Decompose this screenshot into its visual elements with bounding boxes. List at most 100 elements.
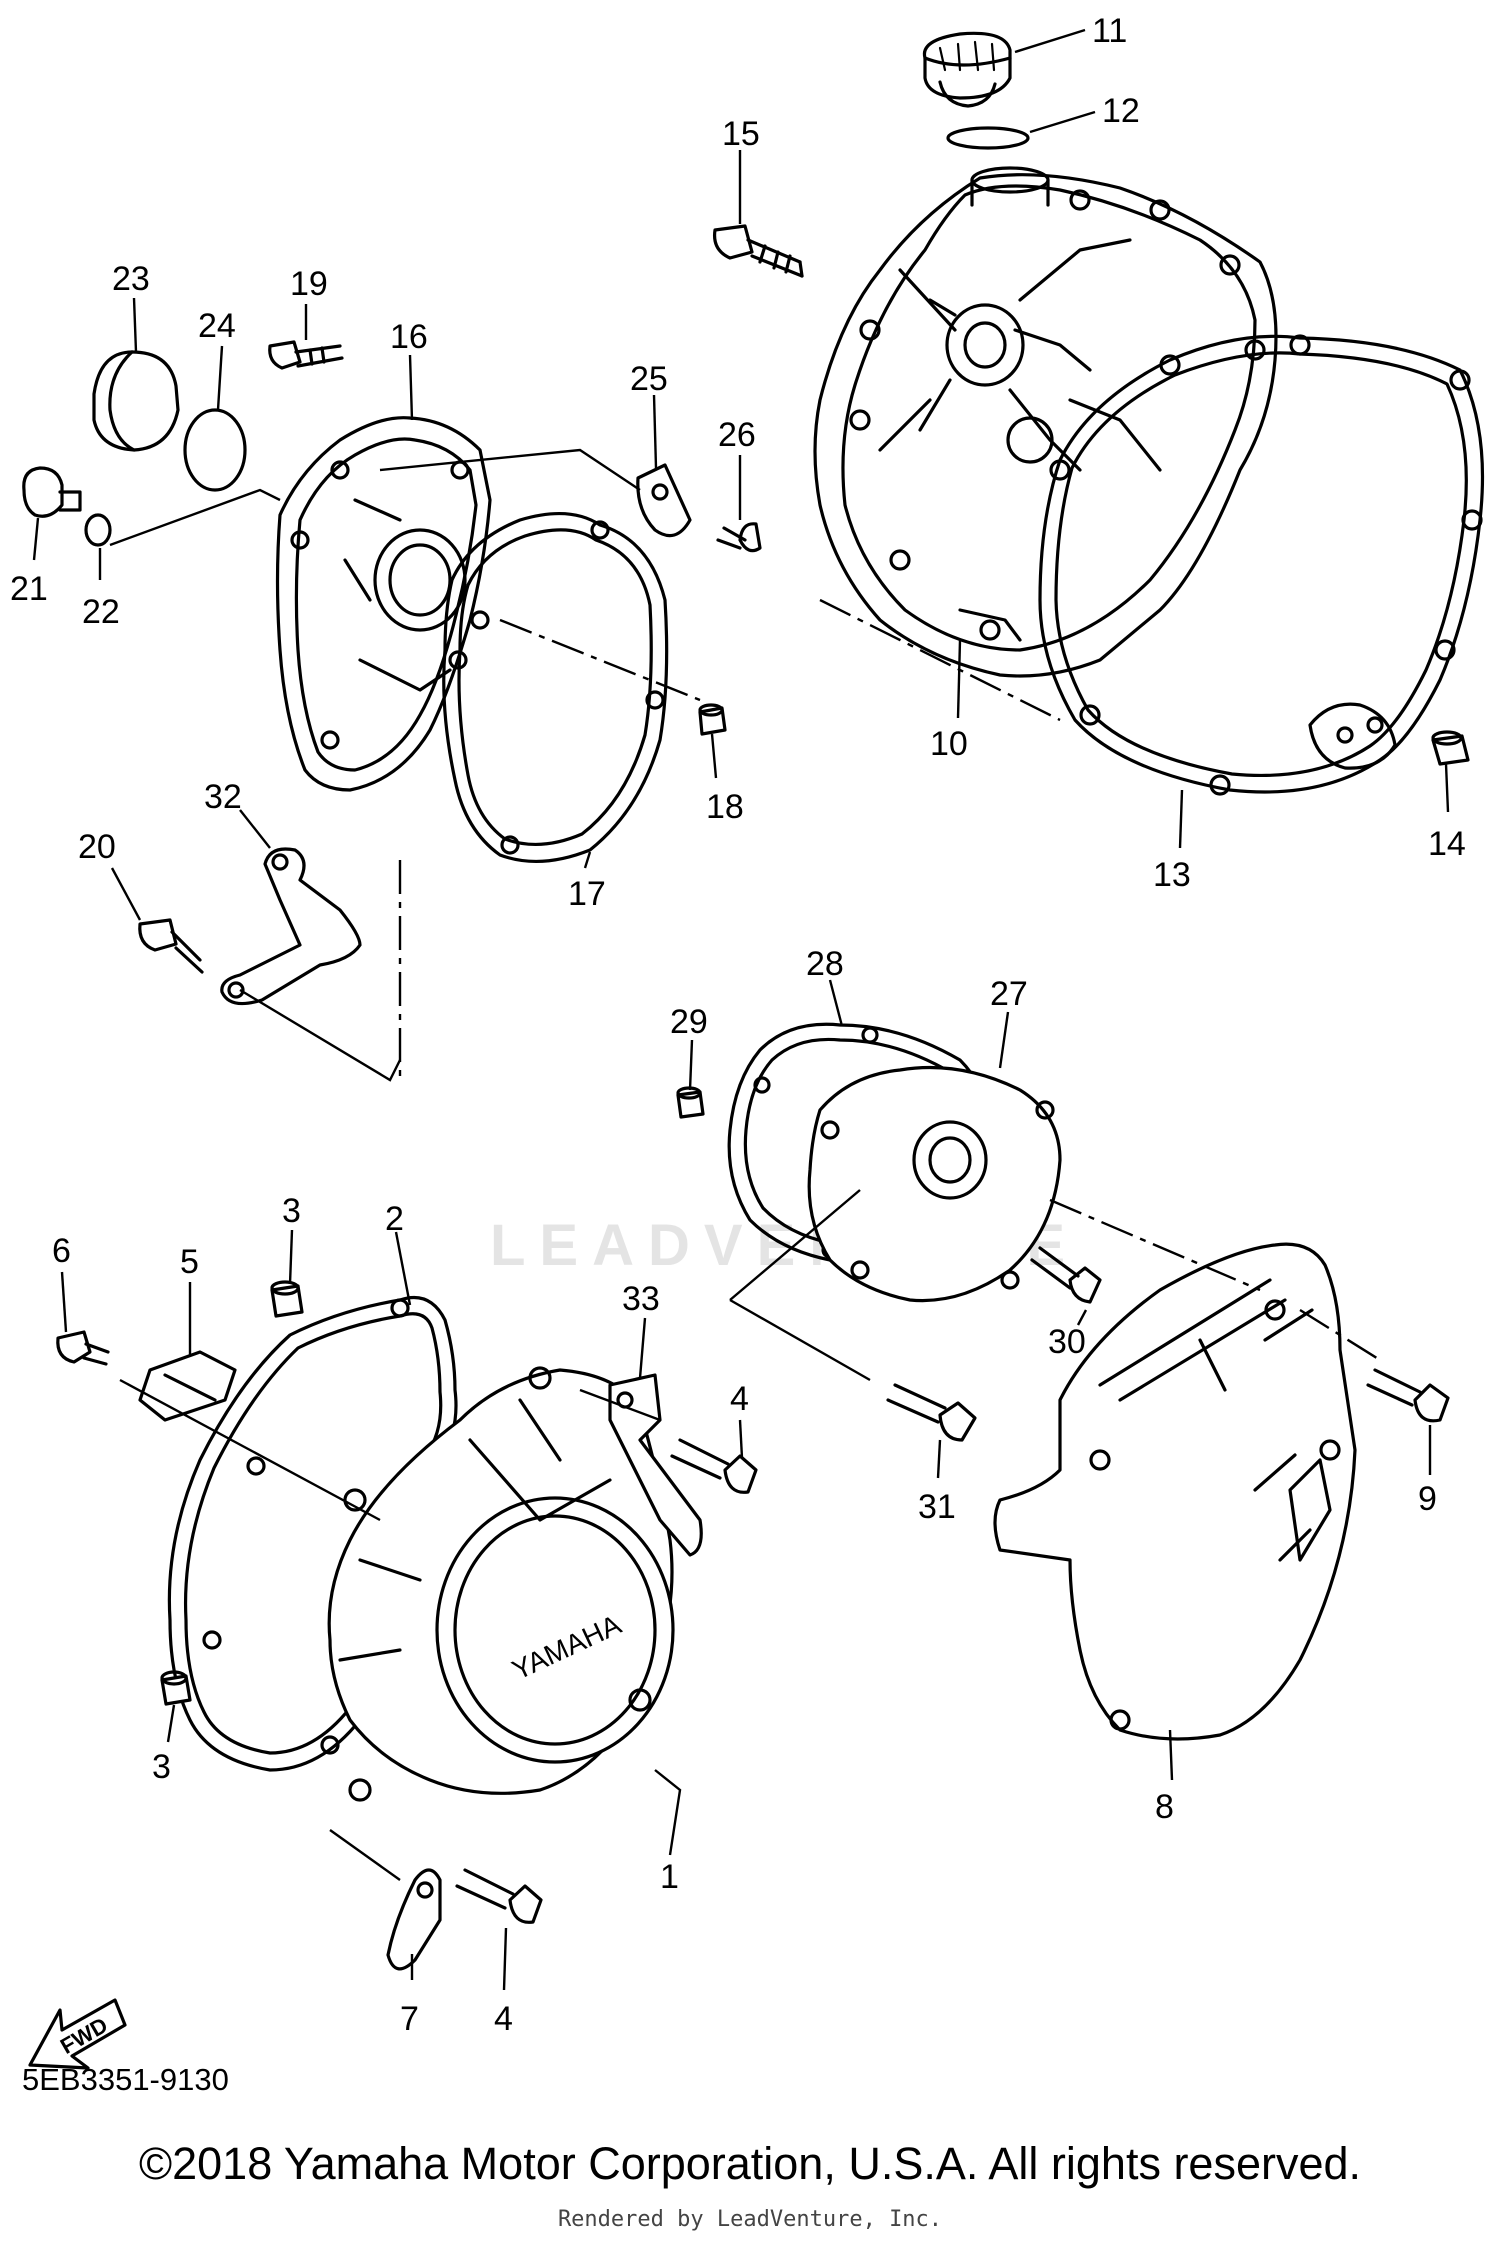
routing-line (239, 988, 402, 1082)
callout-26: 26 (718, 416, 756, 520)
callout-27: 27 (990, 975, 1028, 1069)
part-15-bolt (712, 224, 804, 278)
part-14-dowel-pin (1431, 730, 1470, 766)
part-22-washer (84, 513, 112, 547)
part-8-crankcase-cover (993, 1242, 1357, 1741)
assembly-line (1299, 1308, 1381, 1362)
callout-15: 15 (722, 115, 760, 224)
part-16-cover (275, 416, 492, 792)
assembly-line (1049, 1198, 1261, 1292)
svg-text:25: 25 (630, 360, 668, 398)
svg-text:5: 5 (180, 1243, 199, 1281)
callout-29: 29 (670, 1003, 708, 1091)
part-29-dowel-pin (676, 1086, 705, 1119)
svg-text:24: 24 (198, 307, 236, 345)
callout-6: 6 (52, 1232, 71, 1333)
callout-2: 2 (385, 1200, 412, 1306)
svg-text:7: 7 (400, 2000, 419, 2038)
part-3-dowel-pin-upper (270, 1280, 304, 1318)
svg-text:27: 27 (990, 975, 1028, 1013)
svg-text:18: 18 (706, 788, 744, 826)
callout-21: 21 (10, 517, 48, 608)
svg-text:30: 30 (1048, 1323, 1086, 1361)
callout-25: 25 (630, 360, 668, 469)
routing-line (329, 1829, 401, 1881)
callout-3-upper: 3 (282, 1192, 301, 1285)
assembly-line (819, 598, 1061, 722)
part-31-bolt (886, 1383, 977, 1442)
part-30-bolt (1030, 1246, 1102, 1304)
svg-text:17: 17 (568, 875, 606, 913)
routing-line (119, 1378, 381, 1522)
svg-text:19: 19 (290, 265, 328, 303)
rendered-by-note: Rendered by LeadVenture, Inc. (557, 2207, 943, 2232)
svg-text:29: 29 (670, 1003, 708, 1041)
svg-text:11: 11 (1092, 12, 1127, 50)
callout-19: 19 (290, 265, 328, 340)
callout-16: 16 (390, 318, 428, 421)
callout-20: 20 (78, 828, 142, 921)
part-20-bolt (138, 918, 204, 974)
svg-text:15: 15 (722, 115, 760, 153)
svg-text:1: 1 (660, 1858, 679, 1896)
svg-text:10: 10 (930, 725, 968, 763)
routing-line (379, 448, 641, 491)
callout-30: 30 (1048, 1309, 1088, 1361)
callout-24: 24 (198, 307, 236, 411)
part-27-pickup-cover (807, 1065, 1062, 1303)
svg-text:22: 22 (82, 593, 120, 631)
svg-text:12: 12 (1102, 92, 1140, 130)
part-12-o-ring (946, 126, 1030, 150)
svg-text:3: 3 (282, 1192, 301, 1230)
callout-3-lower: 3 (152, 1704, 176, 1786)
diagram-code: 5EB3351-9130 (22, 2062, 229, 2097)
svg-text:8: 8 (1155, 1788, 1174, 1826)
svg-text:9: 9 (1418, 1480, 1437, 1518)
svg-text:33: 33 (622, 1280, 660, 1318)
svg-text:21: 21 (10, 570, 48, 608)
part-4-bolt-upper (670, 1438, 758, 1494)
part-25-bracket (636, 463, 692, 538)
callout-23: 23 (112, 260, 150, 353)
part-4-bolt-lower (455, 1868, 543, 1924)
part-3-dowel-pin-lower (160, 1670, 192, 1706)
svg-text:6: 6 (52, 1232, 71, 1270)
part-9-bolt (1366, 1368, 1450, 1423)
callout-4-lower: 4 (494, 1927, 513, 2038)
callout-14: 14 (1428, 763, 1466, 863)
callout-22: 22 (82, 548, 120, 631)
part-19-bolt (268, 340, 344, 370)
svg-text:23: 23 (112, 260, 150, 298)
svg-text:2: 2 (385, 1200, 404, 1238)
part-26-screw (716, 522, 762, 553)
callout-33: 33 (622, 1280, 660, 1379)
callout-17: 17 (568, 851, 606, 913)
part-10-clutch-cover (813, 166, 1278, 678)
callout-28: 28 (806, 945, 844, 1027)
part-32-holder (220, 847, 362, 1006)
part-24-o-ring (183, 408, 247, 492)
fwd-arrow: FWD (28, 1998, 127, 2070)
svg-text:14: 14 (1428, 825, 1466, 863)
callout-31: 31 (918, 1439, 956, 1526)
routing-line (729, 1189, 861, 1301)
callout-4-upper: 4 (730, 1380, 749, 1459)
routing-line (109, 488, 281, 547)
svg-text:26: 26 (718, 416, 756, 454)
callout-8: 8 (1155, 1729, 1174, 1826)
svg-text:4: 4 (494, 2000, 513, 2038)
routing-line (729, 1298, 871, 1382)
callout-12: 12 (1029, 92, 1140, 134)
part-5-guide (138, 1350, 237, 1422)
callout-5: 5 (180, 1243, 199, 1355)
callout-32: 32 (204, 778, 271, 849)
callout-10: 10 (930, 639, 968, 763)
assembly-line (499, 618, 701, 702)
routing-line (579, 1388, 661, 1422)
svg-text:32: 32 (204, 778, 242, 816)
part-11-oil-filler-cap (922, 31, 1012, 108)
copyright-notice: ©2018 Yamaha Motor Corporation, U.S.A. A… (138, 2138, 1362, 2189)
svg-text:28: 28 (806, 945, 844, 983)
part-23-plug (92, 350, 180, 452)
